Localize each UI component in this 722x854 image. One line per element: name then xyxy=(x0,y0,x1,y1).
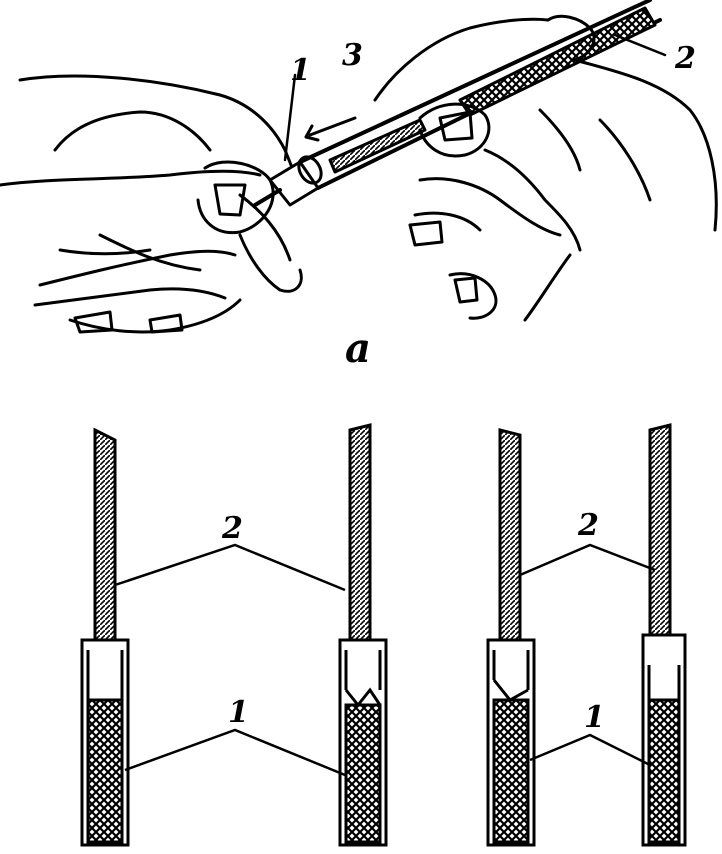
leader-left-2 xyxy=(114,543,346,592)
label-right-part-1: 1 xyxy=(584,700,605,735)
direction-arrow xyxy=(308,116,357,137)
figure-caption-a: a xyxy=(345,325,371,372)
cross-sections xyxy=(80,423,687,847)
section-3 xyxy=(486,428,536,847)
hands-assembly-illustration xyxy=(0,0,718,334)
leader-top-1 xyxy=(283,73,297,162)
label-top-part-1: 1 xyxy=(290,53,311,88)
label-top-part-3: 3 xyxy=(342,38,363,73)
leader-top-2 xyxy=(613,33,667,57)
label-right-part-2: 2 xyxy=(577,508,599,543)
section-4 xyxy=(641,423,687,847)
section-2 xyxy=(338,423,388,847)
label-left-part-1: 1 xyxy=(228,695,249,730)
leader-right-2 xyxy=(519,543,656,577)
needle-file-tool xyxy=(253,0,662,207)
leader-left-1 xyxy=(124,728,346,777)
right-hand xyxy=(373,14,718,322)
label-top-part-2: 2 xyxy=(674,41,696,76)
section-1 xyxy=(80,427,130,847)
label-left-part-2: 2 xyxy=(221,511,243,546)
leader-right-1 xyxy=(529,733,651,767)
